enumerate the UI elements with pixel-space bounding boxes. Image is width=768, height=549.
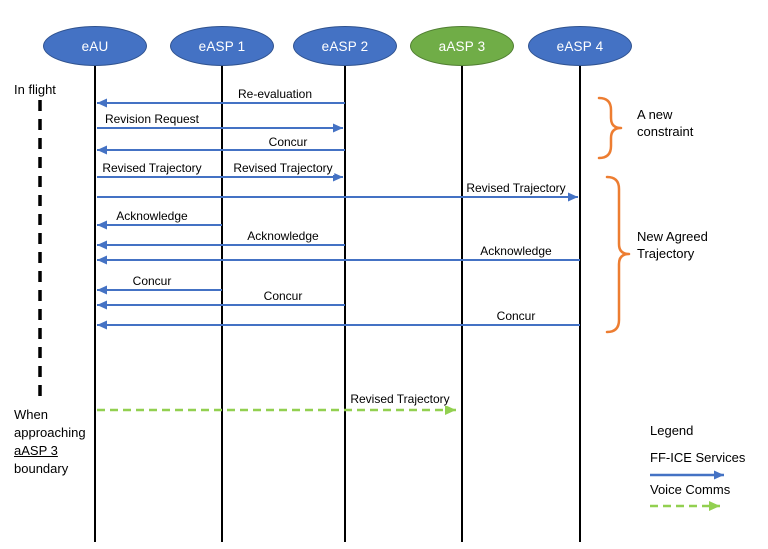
message-label: Concur [494, 309, 538, 323]
actor-label: eAU [81, 38, 109, 54]
actor-easp4: eASP 4 [528, 26, 632, 66]
message-label: Acknowledge [114, 209, 190, 223]
legend-title: Legend [650, 423, 694, 438]
message-label: Acknowledge [245, 229, 321, 243]
legend-voice-label: Voice Comms [650, 482, 731, 497]
message-label: Revised Trajectory [348, 392, 452, 406]
actor-aasp3: aASP 3 [410, 26, 514, 66]
message-label: Revision Request [102, 112, 202, 126]
message-label: Concur [266, 135, 310, 149]
boundary-note: When approaching aASP 3 boundary [14, 406, 98, 478]
brace-label-new-agreed: New Agreed Trajectory [637, 229, 708, 261]
message-label: Revised Trajectory [231, 161, 335, 175]
actor-label: aASP 3 [438, 38, 486, 54]
message-label: Concur [261, 289, 305, 303]
actor-eau: eAU [43, 26, 147, 66]
message-label: Concur [130, 274, 174, 288]
message-label: Acknowledge [478, 244, 554, 258]
brace-new-agreed-trajectory [605, 175, 631, 334]
brace-new-constraint [597, 96, 623, 160]
actor-easp1: eASP 1 [170, 26, 274, 66]
message-label: Revised Trajectory [100, 161, 204, 175]
boundary-note-line1: When approaching [14, 407, 86, 440]
boundary-note-highlight: aASP 3 [14, 443, 58, 458]
message-label: Revised Trajectory [464, 181, 568, 195]
actor-label: eASP 1 [198, 38, 246, 54]
actor-label: eASP 4 [556, 38, 604, 54]
legend-ffice-label: FF-ICE Services [650, 450, 746, 465]
boundary-note-line2: boundary [14, 461, 69, 476]
message-label: Re-evaluation [235, 87, 315, 101]
in-flight-note: In flight [14, 82, 56, 97]
brace-label-new-constraint: A new constraint [637, 107, 694, 139]
actor-easp2: eASP 2 [293, 26, 397, 66]
actor-label: eASP 2 [321, 38, 369, 54]
